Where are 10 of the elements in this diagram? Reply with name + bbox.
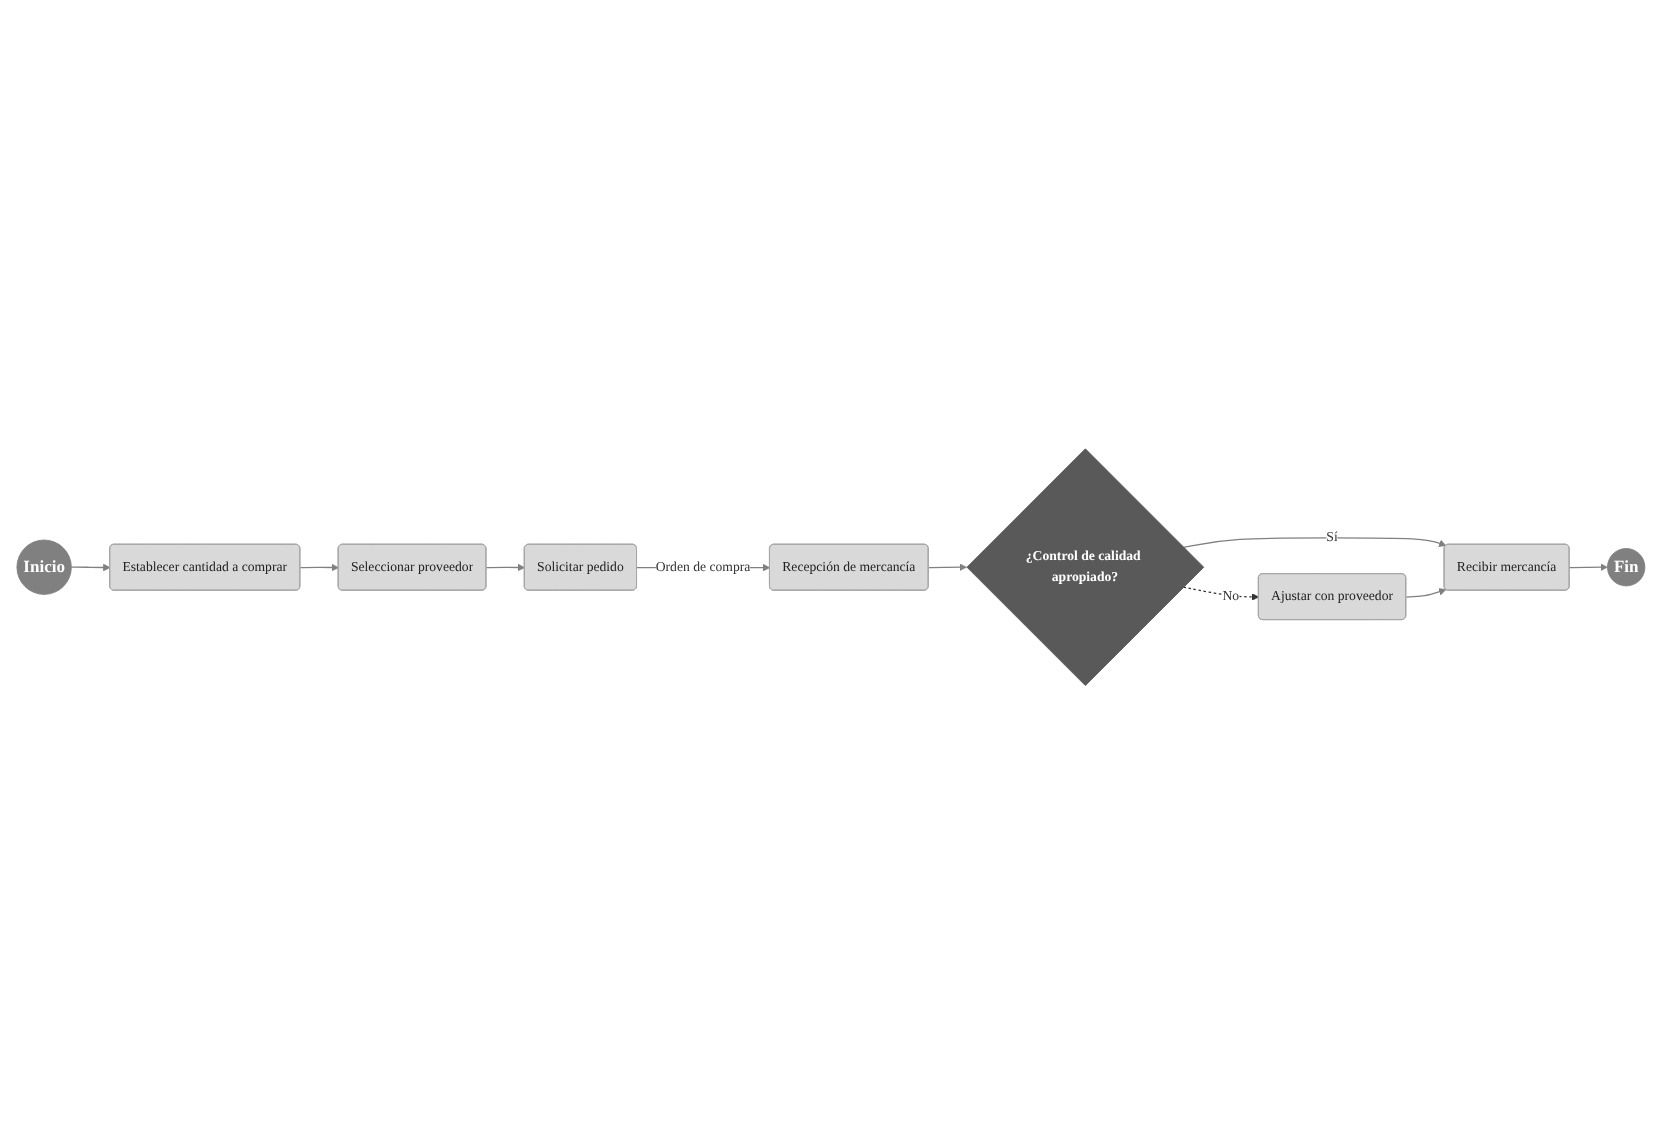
arrow [928,564,967,572]
arrow [1182,537,1447,549]
arrow [485,564,526,572]
arrow [1405,588,1447,599]
arrow [299,564,340,572]
arrow [1182,587,1260,602]
node-circle: Fin [1607,548,1646,588]
arrow [1569,564,1608,572]
node-circle: Inicio [16,540,72,596]
arrow [70,564,111,572]
